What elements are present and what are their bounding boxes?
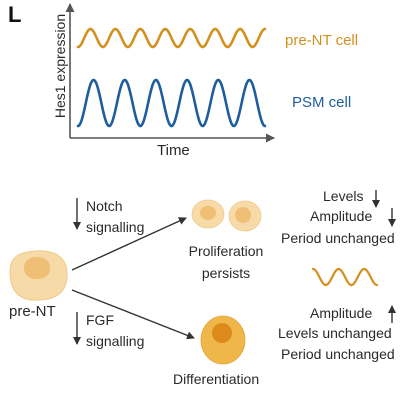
amplified-oscillation-icon [311,267,379,287]
proliferation-label: Proliferation persists [188,243,264,281]
fgf-amplitude-text: Amplitude [310,305,373,321]
differentiated-cell-nucleus [212,323,232,343]
pre-nt-oscillation-series [76,27,267,49]
notch-arrow [71,217,187,271]
proliferating-cell-right-nucleus [235,207,251,223]
x-axis-label: Time [157,142,190,159]
fgf-arrow [71,289,195,340]
notch-levels-text: Levels [323,188,364,204]
notch-signalling-label: Notch signalling [86,198,145,235]
pre-nt-label: pre-NT [9,303,56,320]
y-axis-label: Hes1 expression [52,13,68,119]
panel-label: L [8,2,22,27]
fgf-levels-text: Levels unchanged [278,325,392,341]
pre-nt-cell-nucleus [24,257,50,279]
fgf-signalling-label: FGF signalling [86,312,145,349]
differentiation-label: Differentiation [173,371,260,387]
pre-nt-series-label: pre-NT cell [285,32,359,49]
proliferating-cell-left-nucleus [200,206,216,220]
psm-series-label: PSM cell [292,94,352,111]
fgf-period-text: Period unchanged [281,346,395,362]
notch-amplitude-text: Amplitude [310,208,373,224]
psm-oscillation-series [76,78,267,128]
notch-period-text: Period unchanged [281,230,395,246]
